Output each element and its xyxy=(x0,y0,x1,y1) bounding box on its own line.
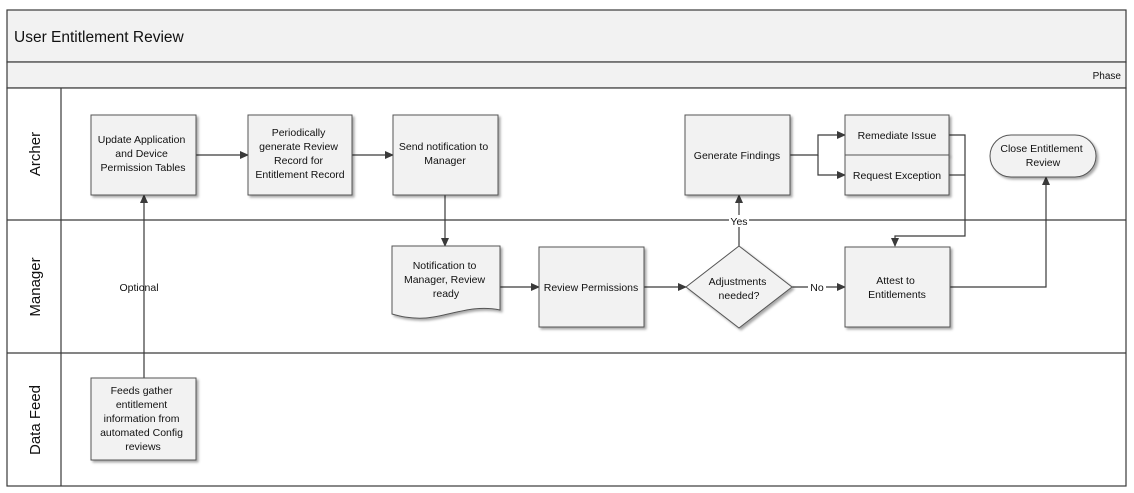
node-update-tables-label: Update Application and Device Permission… xyxy=(98,134,189,174)
edge-findings-fork xyxy=(790,131,846,156)
node-review-permissions-label: Review Permissions xyxy=(544,282,639,294)
diagram-title: User Entitlement Review xyxy=(14,29,185,46)
yes-label-bg xyxy=(729,215,749,227)
edge-attest-to-close xyxy=(950,176,1050,288)
node-notification-ready: Notification to Manager, Review ready xyxy=(391,245,501,319)
node-notification-ready-label: Notification to Manager, Review ready xyxy=(404,260,488,300)
phase-label: Phase xyxy=(1093,71,1122,82)
edge-label-no: No xyxy=(810,282,824,294)
node-generate-review-label: Periodically generate Review Record for … xyxy=(255,127,344,181)
node-review-permissions: Review Permissions xyxy=(538,246,645,328)
edge-remediate-to-attest xyxy=(891,134,966,247)
nodes: Update Application and Device Permission… xyxy=(90,114,1097,461)
node-remediate-issue: Remediate Issue xyxy=(844,114,950,156)
title-header xyxy=(6,9,1127,63)
node-request-exception: Request Exception xyxy=(844,154,950,196)
node-adjustments-needed: Adjustments needed? xyxy=(685,245,793,329)
node-send-notification-label: Send notification to Manager xyxy=(399,141,491,167)
edge-labels: Yes No Optional xyxy=(119,215,826,294)
lane-label-data-feed: Data Feed xyxy=(27,385,44,455)
lane-label-manager: Manager xyxy=(27,257,44,316)
node-attest: Attest to Entitlements xyxy=(844,246,951,328)
lane-label-archer: Archer xyxy=(27,132,44,176)
node-update-tables: Update Application and Device Permission… xyxy=(90,114,197,196)
node-close-review: Close Entitlement Review xyxy=(989,134,1097,178)
node-feeds-gather: Feeds gather entitlement information fro… xyxy=(90,377,197,461)
node-remediate-issue-label: Remediate Issue xyxy=(858,130,937,142)
edge-label-yes: Yes xyxy=(730,216,747,228)
node-generate-findings-label: Generate Findings xyxy=(694,150,780,162)
node-attest-label: Attest to Entitlements xyxy=(868,275,926,301)
lane-labels: Archer Manager Data Feed xyxy=(27,132,44,455)
node-generate-findings: Generate Findings xyxy=(684,114,791,196)
node-feeds-gather-label: Feeds gather entitlement information fro… xyxy=(100,385,186,453)
phase-header xyxy=(6,61,1127,89)
node-send-notification: Send notification to Manager xyxy=(392,114,499,196)
node-close-review-label: Close Entitlement Review xyxy=(1000,143,1085,169)
node-generate-review: Periodically generate Review Record for … xyxy=(247,114,353,196)
node-adjustments-needed-label: Adjustments needed? xyxy=(709,276,770,302)
no-label-bg xyxy=(808,281,826,293)
edge-findings-to-exception xyxy=(817,155,846,179)
node-request-exception-label: Request Exception xyxy=(853,170,941,182)
edge-label-optional: Optional xyxy=(119,282,158,294)
